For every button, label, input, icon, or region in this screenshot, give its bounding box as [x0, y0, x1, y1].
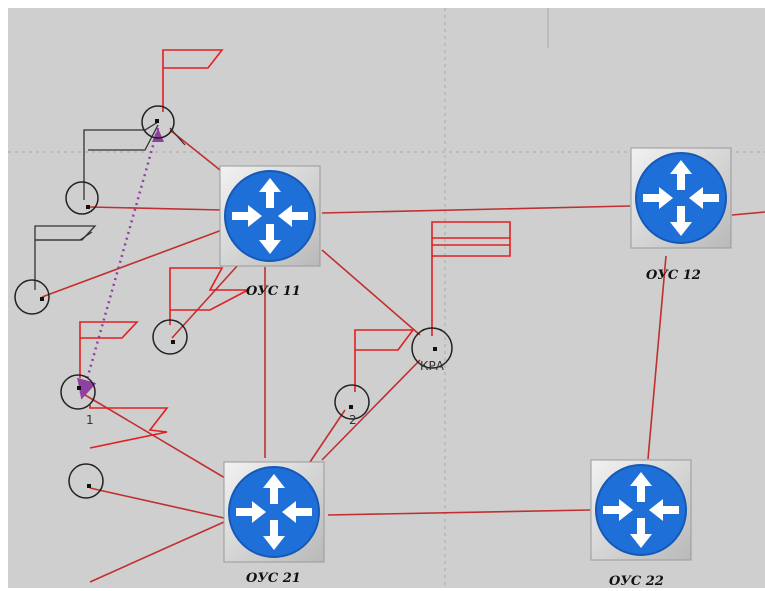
node-top[interactable]: [141, 105, 175, 139]
link-node-e-r21[interactable]: [89, 487, 225, 519]
terminal-nodes: [14, 105, 453, 499]
link-r21-r22[interactable]: [327, 509, 591, 516]
flag-n2: [354, 329, 415, 392]
arrow-up-icon: [152, 128, 164, 142]
link-node-a-r11[interactable]: [89, 206, 223, 211]
node-b[interactable]: [14, 279, 50, 315]
router-r12-label: ОУС 12: [646, 268, 701, 283]
node-n1-label: 1: [86, 413, 94, 427]
link-r12-r22[interactable]: [647, 255, 667, 460]
flag-top-dark-1: [83, 121, 159, 200]
router-r11-label: ОУС 11: [246, 284, 301, 299]
link-offscreen-r21[interactable]: [89, 521, 225, 583]
red-flags: [79, 49, 511, 449]
node-kpa[interactable]: [411, 327, 453, 369]
router-r21-label: ОУС 21: [246, 571, 301, 586]
flag-c: [169, 267, 249, 325]
dark-stub-1: [169, 127, 186, 146]
node-c[interactable]: [152, 319, 188, 355]
flag-top-dark-2: [88, 124, 159, 151]
flag-n1: [79, 321, 139, 378]
router-r22[interactable]: [590, 459, 692, 561]
dark-links: [34, 121, 186, 290]
link-n2-r21[interactable]: [309, 409, 346, 463]
link-r12-offscreen[interactable]: [731, 211, 765, 216]
link-r11-kpa[interactable]: [321, 249, 421, 336]
router-r22-label: ОУС 22: [609, 574, 664, 589]
router-r21[interactable]: [223, 461, 325, 563]
router-r12[interactable]: [630, 147, 732, 249]
node-n2-label: 2: [349, 413, 357, 427]
node-a[interactable]: [65, 181, 99, 215]
link-node-b-r11[interactable]: [41, 229, 223, 298]
link-kpa-r21[interactable]: [321, 359, 421, 461]
flag-kpa: [431, 221, 511, 336]
router-r11[interactable]: [219, 165, 321, 267]
flag-n1-b: [89, 405, 169, 449]
flag-mid-dark-2: [35, 231, 93, 241]
node-n2[interactable]: [334, 384, 370, 420]
link-r11-r12[interactable]: [321, 205, 631, 214]
flag-top: [162, 49, 224, 112]
node-kpa-label: КРА: [420, 359, 445, 373]
node-n1[interactable]: [60, 374, 96, 410]
node-e[interactable]: [68, 463, 104, 499]
